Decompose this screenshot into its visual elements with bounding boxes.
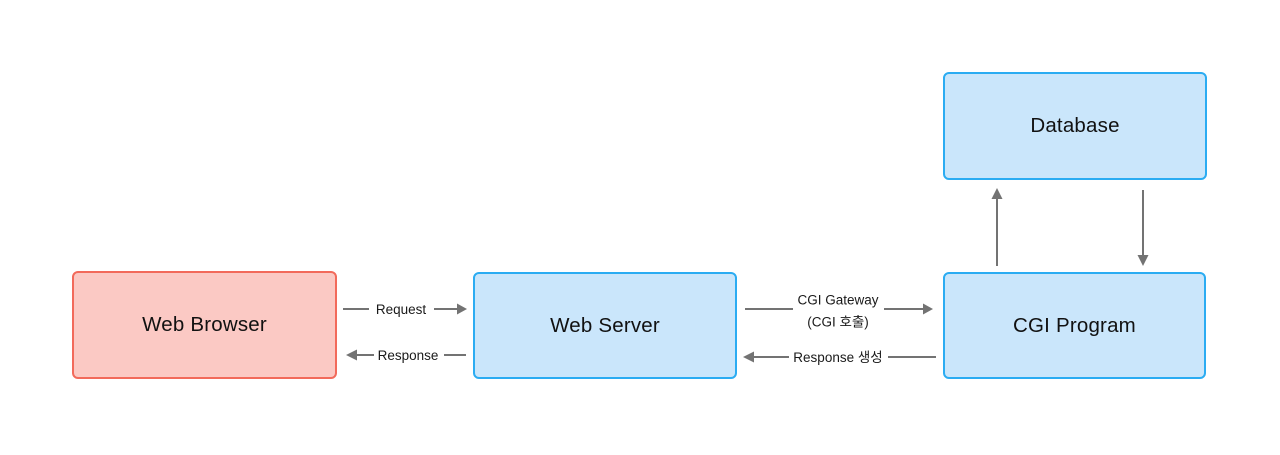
node-web-server: Web Server	[473, 272, 737, 379]
arrowhead-up-icon	[991, 188, 1003, 199]
edge-label-response: Response	[377, 348, 439, 364]
edge-cgi-gateway	[745, 303, 933, 315]
arrowhead-right-icon	[923, 303, 933, 315]
node-web-browser-label: Web Browser	[142, 313, 267, 336]
node-cgi-program: CGI Program	[943, 272, 1206, 379]
arrowhead-down-icon	[1137, 255, 1149, 266]
arrowhead-left-icon	[346, 349, 357, 361]
node-cgi-program-label: CGI Program	[1013, 313, 1136, 337]
edge-label-request: Request	[375, 302, 427, 318]
arrowhead-left-icon	[743, 351, 754, 363]
edge-cgi-to-database	[991, 188, 1003, 266]
edge-label-response-generation: Response 생성	[793, 350, 883, 366]
edge-label-cgi-gateway: CGI Gateway (CGI 호출)	[797, 289, 878, 332]
edge-response-generation	[743, 351, 936, 363]
node-database: Database	[943, 72, 1207, 180]
node-database-label: Database	[1030, 114, 1120, 137]
edge-request	[343, 303, 467, 315]
edge-label-cgi-gateway-line2: (CGI 호출)	[807, 314, 869, 329]
arrowhead-right-icon	[457, 303, 467, 315]
node-web-browser: Web Browser	[72, 271, 337, 379]
node-web-server-label: Web Server	[550, 313, 660, 337]
edge-label-cgi-gateway-line1: CGI Gateway	[797, 292, 879, 308]
edge-database-to-cgi	[1137, 190, 1149, 266]
edge-response	[346, 349, 466, 361]
